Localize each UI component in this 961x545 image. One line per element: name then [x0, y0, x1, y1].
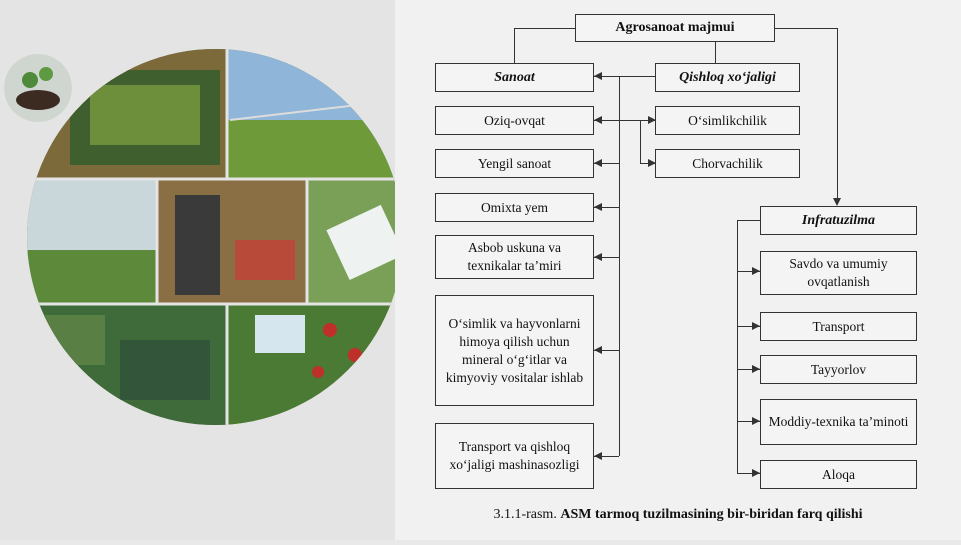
- connector: [594, 163, 619, 164]
- connector: [737, 473, 760, 474]
- agriculture-collage: [4, 49, 403, 425]
- arrow-right-icon: [752, 469, 760, 477]
- connector: [594, 257, 619, 258]
- connector: [514, 28, 575, 29]
- connector: [737, 369, 760, 370]
- caption-title: ASM tarmoq tuzilmasining bir-biridan far…: [560, 507, 863, 522]
- connector: [594, 456, 619, 457]
- tomato-tablet-tile: [227, 304, 403, 425]
- arrow-left-icon: [594, 452, 602, 460]
- connector: [837, 28, 838, 198]
- infra-item: Moddiy-texnika ta’minoti: [760, 399, 917, 445]
- connector: [737, 326, 760, 327]
- arrow-left-icon: [594, 116, 602, 124]
- caption-prefix: 3.1.1-rasm.: [493, 507, 557, 522]
- sanoat-item: O‘simlik va hayvonlarni himoya qilish uc…: [435, 295, 594, 406]
- connector: [514, 28, 515, 63]
- connector: [594, 207, 619, 208]
- sanoat-item: Omixta yem: [435, 193, 594, 222]
- arrow-right-icon: [648, 116, 656, 124]
- qishloq-item: O‘simlikchilik: [655, 106, 800, 135]
- sanoat-item: Oziq-ovqat: [435, 106, 594, 135]
- arrow-right-icon: [752, 365, 760, 373]
- seedling-tile: [4, 54, 72, 122]
- connector: [640, 163, 655, 164]
- connector: [640, 120, 641, 163]
- infratuzilma-node: Infratuzilma: [760, 206, 917, 235]
- connector: [775, 28, 837, 29]
- arrow-left-icon: [594, 203, 602, 211]
- sanoat-item: Transport va qishloq xo‘jaligi mashinaso…: [435, 423, 594, 489]
- infra-item: Transport: [760, 312, 917, 341]
- connector: [737, 220, 738, 473]
- arrow-right-icon: [752, 417, 760, 425]
- sanoat-item: Yengil sanoat: [435, 149, 594, 178]
- qishloq-item: Chorvachilik: [655, 149, 800, 178]
- connector: [737, 220, 760, 221]
- arrow-left-icon: [594, 346, 602, 354]
- connector: [619, 76, 620, 456]
- infra-item: Savdo va umumiy ovqatlanish: [760, 251, 917, 295]
- connector: [737, 271, 760, 272]
- arrow-left-icon: [594, 72, 602, 80]
- arrow-down-icon: [833, 198, 841, 206]
- arrow-right-icon: [752, 322, 760, 330]
- connector: [594, 350, 619, 351]
- arrow-right-icon: [752, 267, 760, 275]
- connector: [715, 41, 716, 63]
- sanoat-node: Sanoat: [435, 63, 594, 92]
- root-node: Agrosanoat majmui: [575, 14, 775, 42]
- connector: [594, 76, 655, 77]
- arrow-left-icon: [594, 253, 602, 261]
- infra-item: Tayyorlov: [760, 355, 917, 384]
- connector: [594, 120, 619, 121]
- connector: [737, 421, 760, 422]
- arrow-left-icon: [594, 159, 602, 167]
- photo-collage-panel: [0, 0, 403, 540]
- connector: [619, 120, 655, 121]
- figure-caption: 3.1.1-rasm. ASM tarmoq tuzilmasining bir…: [395, 507, 961, 523]
- sanoat-item: Asbob uskuna va texnikalar ta’miri: [435, 235, 594, 279]
- qishloq-node: Qishloq xo‘jaligi: [655, 63, 800, 92]
- infra-item: Aloqa: [760, 460, 917, 489]
- arrow-right-icon: [648, 159, 656, 167]
